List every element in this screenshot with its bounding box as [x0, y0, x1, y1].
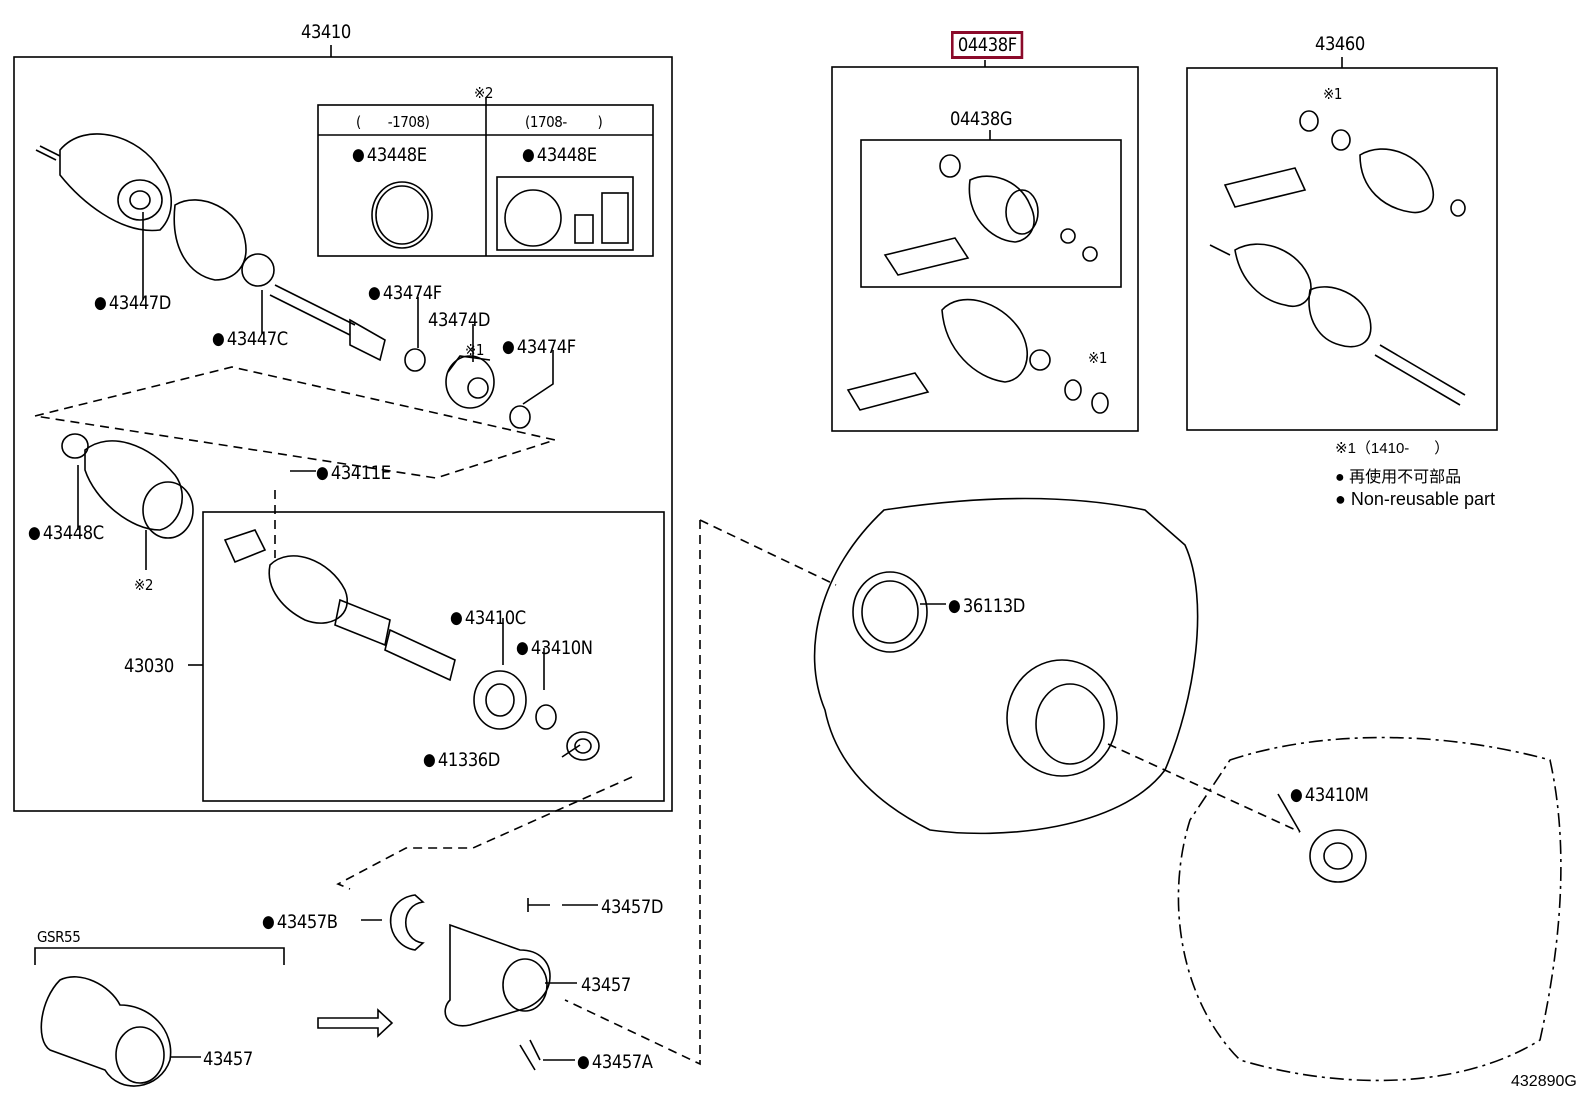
title-43410[interactable]: 43410: [301, 21, 351, 43]
part-41336D[interactable]: 41336D: [423, 750, 500, 771]
note-2: ※2: [474, 84, 494, 102]
range-right: (1708- ): [525, 113, 603, 131]
frame-43410: [13, 56, 673, 812]
transmission-outline: [1177, 736, 1562, 1082]
part-43474D[interactable]: 43474D: [428, 309, 490, 331]
part-43457-left[interactable]: 43457: [203, 1048, 253, 1070]
part-43457B[interactable]: 43457B: [262, 912, 338, 933]
part-43448E-right[interactable]: 43448E: [522, 145, 597, 166]
range-left: ( -1708): [356, 113, 430, 131]
gsr55-label: GSR55: [37, 928, 81, 946]
frame-04438G: [860, 139, 1122, 288]
legend-bullet-en: ●: [1335, 489, 1346, 509]
part-43457-right[interactable]: 43457: [581, 974, 631, 996]
drive-shaft-illustration: [35, 133, 531, 429]
part-43457D[interactable]: 43457D: [601, 896, 663, 918]
frame-43030: [202, 511, 665, 802]
part-43460[interactable]: 43460: [1315, 33, 1365, 55]
part-43030[interactable]: 43030: [124, 655, 174, 677]
note-2-b: ※2: [134, 576, 154, 594]
part-43474F-top[interactable]: 43474F: [368, 283, 442, 304]
part-43448E-left[interactable]: 43448E: [352, 145, 427, 166]
legend-row-jp: ● 再使用不可部品: [1335, 463, 1461, 487]
part-43457A[interactable]: 43457A: [577, 1052, 653, 1073]
legend-jp: 再使用不可部品: [1349, 469, 1462, 486]
transaxle-outline: [813, 497, 1199, 835]
part-43447C[interactable]: 43447C: [212, 329, 288, 350]
frame-43460: [1186, 67, 1498, 431]
part-43411E[interactable]: 43411E: [316, 463, 391, 484]
part-43410M[interactable]: 43410M: [1290, 785, 1369, 806]
highlighted-part-04438F[interactable]: 04438F: [951, 31, 1024, 59]
note-1-c: ※1: [1088, 349, 1108, 367]
legend-bullet-jp: ●: [1335, 469, 1345, 486]
legend-en: Non-reusable part: [1350, 489, 1495, 509]
note-1-a: ※1: [465, 341, 485, 359]
part-43474F-right[interactable]: 43474F: [502, 337, 576, 358]
part-43410C[interactable]: 43410C: [450, 608, 526, 629]
part-43410N[interactable]: 43410N: [516, 638, 593, 659]
diagram-code: 432890G: [1511, 1073, 1577, 1090]
legend-range: ※1（1410- ）: [1335, 440, 1450, 457]
part-43447D[interactable]: 43447D: [94, 293, 171, 314]
legend-row-en: ● Non-reusable part: [1335, 489, 1495, 510]
part-04438G[interactable]: 04438G: [950, 108, 1013, 130]
note-1-b: ※1: [1323, 85, 1343, 103]
part-43448C[interactable]: 43448C: [28, 523, 104, 544]
part-36113D[interactable]: 36113D: [948, 596, 1025, 617]
